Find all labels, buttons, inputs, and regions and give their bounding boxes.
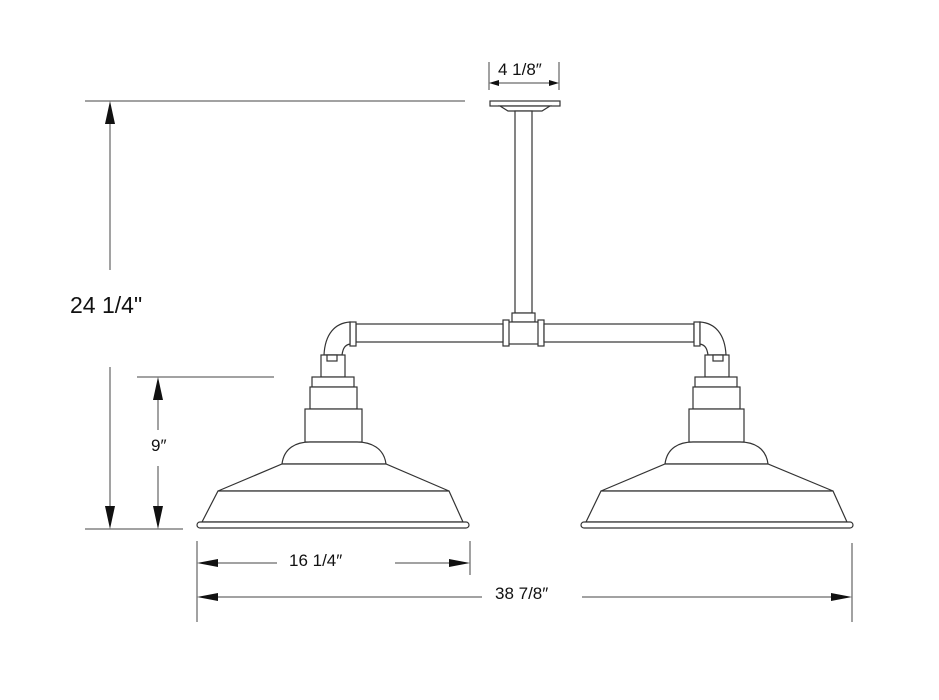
shade-width-label: 16 1/4″ [289,551,343,571]
overall-width-label: 38 7/8″ [495,584,549,604]
right-pendant [580,321,854,529]
overall-height-label: 24 1/4" [70,292,143,319]
canopy-and-stem [489,100,561,347]
canopy-width-label: 4 1/8″ [498,60,542,80]
dimension-lines [85,62,853,622]
left-pendant [196,321,470,529]
shade-height-label: 9″ [151,436,167,456]
